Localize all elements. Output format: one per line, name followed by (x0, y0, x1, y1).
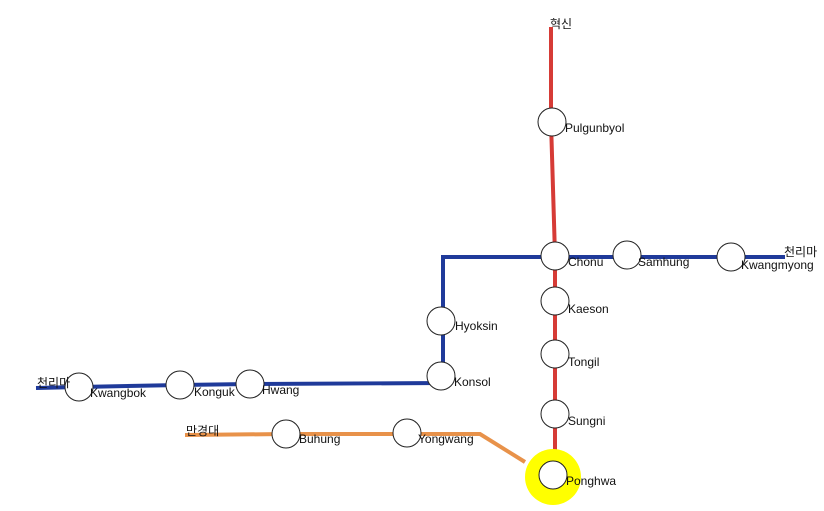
station-ponghwa-marker[interactable] (538, 460, 568, 490)
station-kaeson-label: Kaeson (568, 302, 609, 316)
station-samhung-marker[interactable] (612, 240, 642, 270)
station-kwangmyong-marker[interactable] (716, 242, 746, 272)
station-konguk-marker[interactable] (165, 370, 195, 400)
station-buhung-marker[interactable] (271, 419, 301, 449)
station-tongil-label: Tongil (568, 355, 599, 369)
station-kwangmyong-label: Kwangmyong (741, 258, 814, 272)
station-hyoksin-label: Hyoksin (455, 319, 498, 333)
station-buhung-label: Buhung (299, 432, 340, 446)
station-pulgunbyol-marker[interactable] (537, 107, 567, 137)
station-konsol-marker[interactable] (426, 361, 456, 391)
station-ponghwa-label: Ponghwa (566, 474, 616, 488)
station-sungni-marker[interactable] (540, 399, 570, 429)
station-yonggwang-label: Yongwang (418, 432, 474, 446)
station-hyoksin-marker[interactable] (426, 306, 456, 336)
station-kwangbok-label: Kwangbok (90, 386, 147, 400)
terminus-red-north-label: 혁신 (550, 17, 572, 31)
station-sungni-label: Sungni (568, 414, 605, 428)
station-tongil-marker[interactable] (540, 339, 570, 369)
station-konguk-label: Konguk (194, 385, 236, 399)
terminus-blue-west-label: 천리마 (37, 375, 70, 390)
terminus-orange-west-label: 만경대 (186, 424, 219, 438)
station-chonu-marker[interactable] (540, 241, 570, 271)
station-hwanggumbol-label: Hwang (262, 383, 299, 397)
station-samhung-label: Samhung (638, 255, 689, 269)
station-konsol-label: Konsol (454, 375, 491, 389)
station-pulgunbyol-label: Pulgunbyol (565, 121, 624, 135)
station-kaeson-marker[interactable] (540, 286, 570, 316)
station-hwanggumbol-marker[interactable] (235, 369, 265, 399)
terminus-blue-east-label: 천리마 (784, 244, 817, 259)
orange-line (184, 432, 527, 464)
station-yonggwang-marker[interactable] (392, 418, 422, 448)
station-chonu-label: Chonu (568, 255, 603, 269)
station-kwangbok-marker[interactable] (64, 372, 94, 402)
blue-line-east (441, 255, 785, 377)
